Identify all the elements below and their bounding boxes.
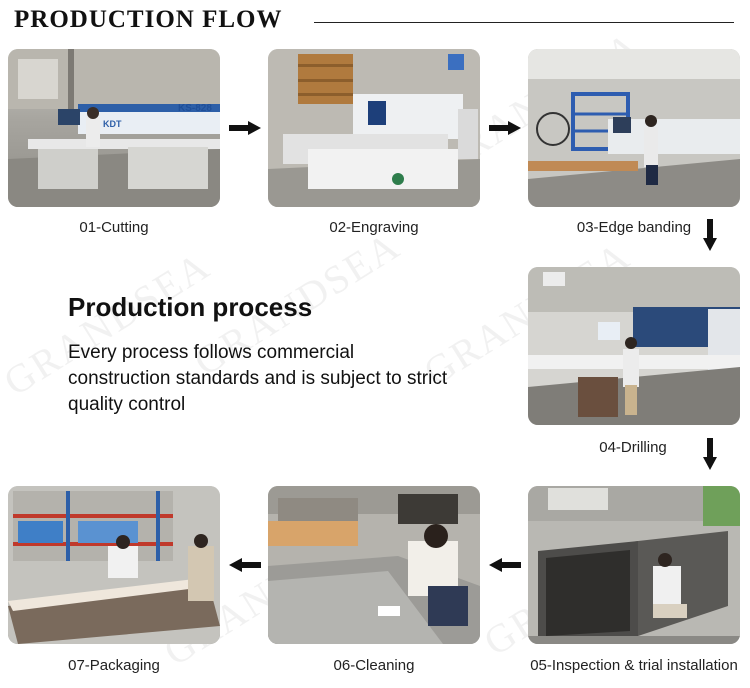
step-caption-inspection: 05-Inspection & trial installation [530, 657, 738, 674]
step-caption-edge-banding: 03-Edge banding [576, 219, 692, 236]
arrow-right-icon [229, 121, 261, 135]
arrow-right-icon [489, 121, 521, 135]
step-photo-drilling [528, 267, 740, 425]
step-caption-packaging: 07-Packaging [68, 657, 160, 674]
step-caption-engraving: 02-Engraving [329, 219, 419, 236]
machine-model-text: KS-828 [178, 103, 212, 114]
step-photo-edge-banding [528, 49, 740, 207]
step-photo-engraving [268, 49, 480, 207]
arrow-left-icon [489, 558, 521, 572]
arrow-down-icon [703, 438, 717, 470]
step-caption-cleaning: 06-Cleaning [333, 657, 415, 674]
step-caption-drilling: 04-Drilling [599, 439, 667, 456]
machine-brand-text: KDT [103, 119, 122, 129]
step-photo-packaging [8, 486, 220, 644]
process-heading: Production process [68, 292, 313, 322]
step-photo-cleaning [268, 486, 480, 644]
arrow-left-icon [229, 558, 261, 572]
step-caption-cutting: 01-Cutting [79, 219, 149, 236]
process-description: Every process follows commercial constru… [68, 342, 448, 415]
arrow-down-icon [703, 219, 717, 251]
title-divider [314, 22, 734, 23]
step-photo-cutting: KDT KS-828 [8, 49, 220, 207]
step-photo-inspection [528, 486, 740, 644]
page-title: PRODUCTION FLOW [14, 6, 283, 33]
